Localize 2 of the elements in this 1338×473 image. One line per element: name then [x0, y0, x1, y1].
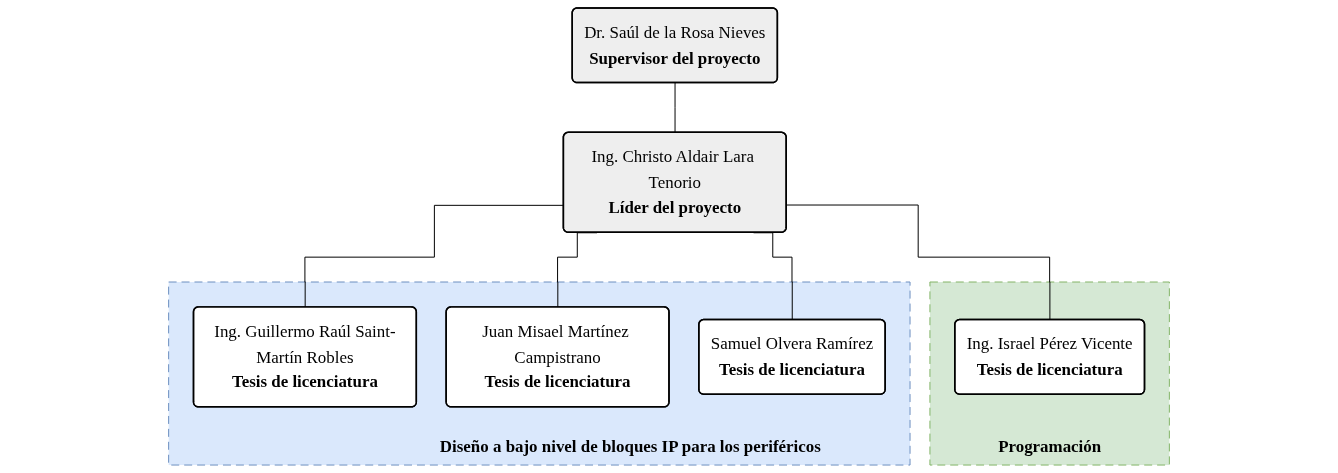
connector — [674, 82, 676, 134]
connector — [786, 204, 1051, 321]
